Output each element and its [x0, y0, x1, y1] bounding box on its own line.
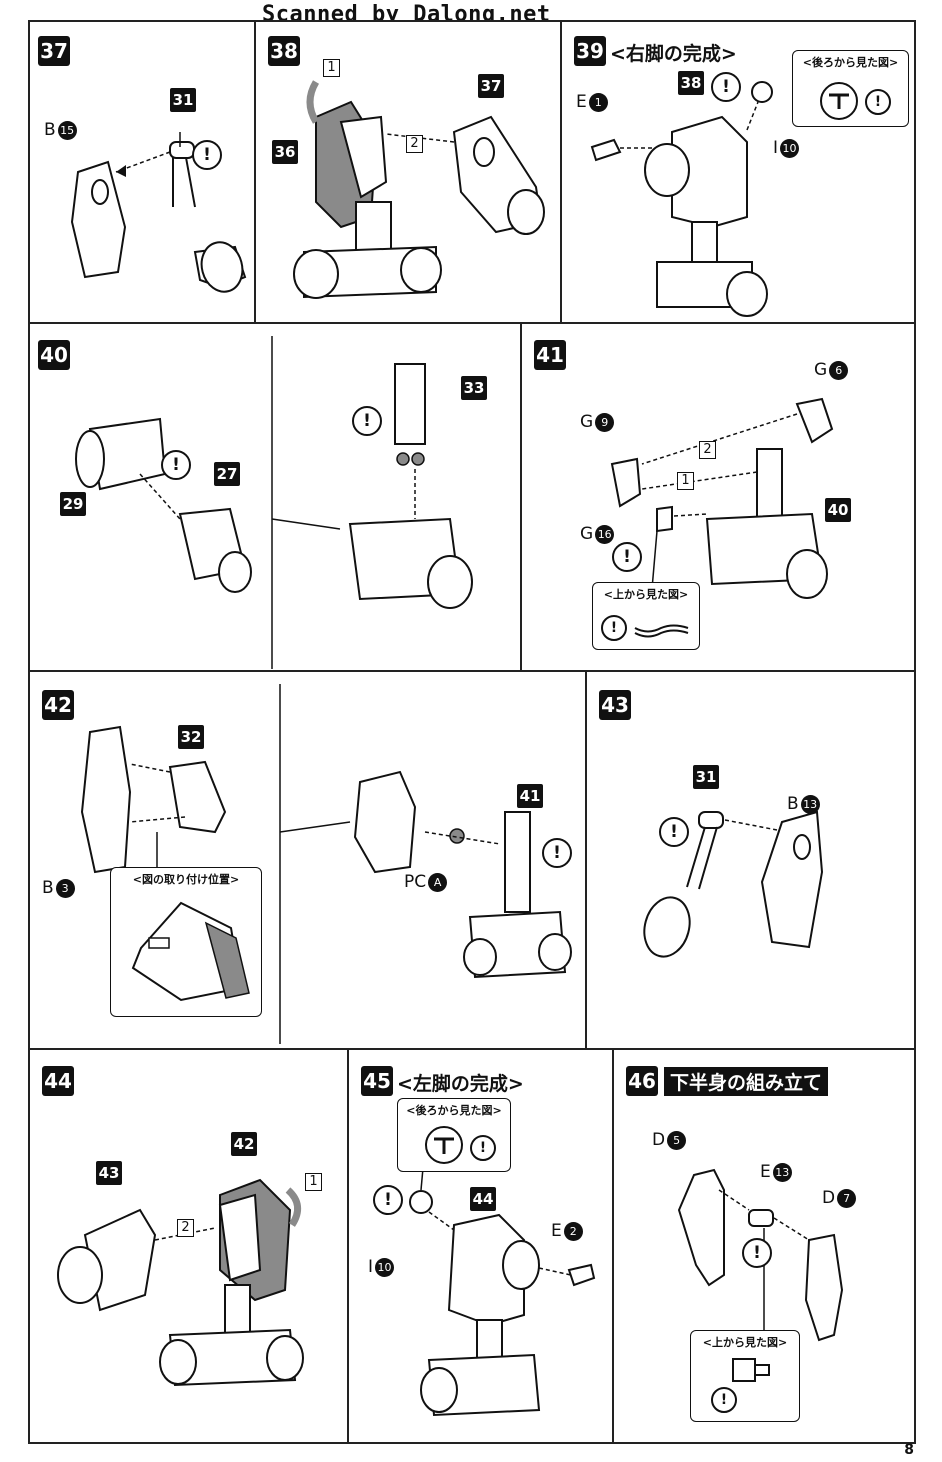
rear-view-caption: <後ろから見た図>	[802, 56, 899, 69]
page-number: 8	[904, 1442, 914, 1458]
step-40-number: 40	[38, 340, 70, 370]
step-38-number: 38	[268, 36, 300, 66]
top-view-drawing	[634, 624, 689, 638]
caution-icon: !	[601, 615, 627, 641]
rear-view-drawing	[425, 1126, 463, 1164]
rear-view-caption: <後ろから見た図>	[406, 1104, 502, 1117]
rear-view-bubble: <後ろから見た図> !	[792, 50, 909, 127]
order-label-2: 2	[699, 441, 716, 459]
part-label-38: 38	[678, 71, 704, 95]
caution-icon: !	[542, 838, 572, 868]
part-label-44: 44	[470, 1187, 496, 1211]
step-40-drawing	[75, 336, 473, 669]
step-45-drawing	[409, 1167, 596, 1417]
part-label-42: 42	[231, 1132, 257, 1156]
step-42-drawing	[80, 684, 572, 1044]
caution-icon: !	[373, 1185, 403, 1215]
step-37-drawing	[70, 132, 247, 293]
part-label-43: 43	[96, 1161, 122, 1185]
top-view-caption: <上から見た図>	[603, 588, 689, 601]
part-label-29: 29	[60, 492, 86, 516]
step-46-title: 下半身の組み立て	[664, 1067, 829, 1096]
rear-view-drawing	[820, 82, 858, 120]
step-45-number: 45	[361, 1066, 393, 1096]
step-44-panel: 44 42 43 1 2	[28, 1048, 350, 1444]
step-46-number: 46	[626, 1066, 658, 1096]
top-view-bubble: <上から見た図> !	[592, 582, 700, 650]
step-38-drawing	[293, 80, 545, 299]
top-view-caption: <上から見た図>	[702, 1336, 788, 1349]
step-40-panel: 40 29 ! 27 33 !	[28, 322, 524, 672]
order-label-2: 2	[177, 1219, 194, 1237]
caution-icon: !	[659, 817, 689, 847]
step-43-number: 43	[599, 690, 631, 720]
mounting-position-drawing	[131, 901, 250, 1002]
caution-icon: !	[711, 72, 741, 102]
step-45-title: <左脚の完成>	[397, 1073, 524, 1095]
step-43-drawing	[643, 810, 824, 958]
top-view-drawing	[732, 1358, 770, 1382]
part-label-41: 41	[517, 784, 543, 808]
caution-icon: !	[711, 1387, 737, 1413]
part-label-31: 31	[693, 765, 719, 789]
part-label-32: 32	[178, 725, 204, 749]
step-37-number: 37	[38, 36, 70, 66]
part-label-33: 33	[461, 376, 487, 400]
part-label-31: 31	[170, 88, 196, 112]
rear-view-bubble: <後ろから見た図> !	[397, 1098, 511, 1172]
part-label-27: 27	[214, 462, 240, 486]
step-44-number: 44	[42, 1066, 74, 1096]
order-label-1: 1	[677, 472, 694, 490]
caution-icon: !	[192, 140, 222, 170]
mounting-position-bubble: <図の取り付け位置>	[110, 867, 262, 1017]
step-42-number: 42	[42, 690, 74, 720]
step-39-number: 39	[574, 36, 606, 66]
part-label-37: 37	[478, 74, 504, 98]
order-label-1: 1	[323, 59, 340, 77]
order-label-1: 1	[305, 1173, 322, 1191]
caution-icon: !	[352, 406, 382, 436]
caution-icon: !	[865, 89, 891, 115]
step-38-panel: 38 1 2 37 36	[254, 20, 562, 325]
order-label-2: 2	[406, 135, 423, 153]
step-46-drawing	[677, 1168, 844, 1342]
step-39-title: <右脚の完成>	[610, 43, 737, 65]
caution-icon: !	[161, 450, 191, 480]
part-label-40: 40	[825, 498, 851, 522]
part-label-36: 36	[272, 140, 298, 164]
caution-icon: !	[742, 1238, 772, 1268]
top-view-bubble: <上から見た図> !	[690, 1330, 800, 1422]
caution-icon: !	[470, 1135, 496, 1161]
caution-icon: !	[612, 542, 642, 572]
step-39-drawing	[590, 81, 773, 317]
mounting-position-caption: <図の取り付け位置>	[132, 873, 240, 886]
step-41-number: 41	[534, 340, 566, 370]
step-44-drawing	[57, 1178, 304, 1387]
step-41-drawing	[610, 397, 834, 599]
